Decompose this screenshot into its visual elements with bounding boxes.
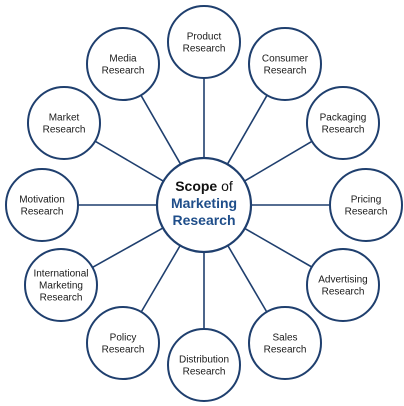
node-circle-pricing	[329, 168, 403, 242]
outer-nodes: ProductResearchConsumerResearchPackaging…	[5, 5, 403, 402]
node-label-packaging: Research	[322, 125, 365, 136]
node-label-motivation: Research	[21, 207, 64, 218]
node-label-motivation: Motivation	[19, 195, 65, 206]
connector-packaging	[244, 140, 313, 182]
node-label-pricing: Research	[345, 207, 388, 218]
node-label-media: Media	[109, 54, 137, 65]
connector-consumer	[226, 94, 268, 165]
node-label-sales: Research	[264, 345, 307, 356]
node-label-media: Research	[102, 66, 145, 77]
node-label-international: Research	[40, 293, 83, 304]
connector-sales	[227, 245, 268, 313]
node-circle-media	[86, 27, 160, 101]
node-circle-packaging	[306, 86, 380, 160]
connector-international	[92, 227, 164, 269]
node-label-distribution: Distribution	[179, 355, 229, 366]
center-title-line3: Research	[172, 212, 235, 228]
node-label-policy: Research	[102, 345, 145, 356]
node-circle-motivation	[5, 168, 79, 242]
node-label-product: Research	[183, 44, 226, 55]
node-circle-policy	[86, 306, 160, 380]
center-title-bold: Scope	[175, 178, 217, 194]
node-label-market: Research	[43, 125, 86, 136]
node-label-international: International	[33, 269, 88, 280]
node-circle-consumer	[248, 27, 322, 101]
center-node: Scope of Marketing Research	[155, 156, 253, 254]
node-label-advertising: Advertising	[318, 275, 367, 286]
center-title-line1: Scope of	[175, 178, 233, 194]
node-label-pricing: Pricing	[351, 195, 382, 206]
connector-media	[140, 94, 182, 165]
center-title-of: of	[217, 178, 233, 194]
node-circle-market	[27, 86, 101, 160]
node-label-distribution: Research	[183, 367, 226, 378]
connector-lines	[78, 78, 330, 329]
node-label-sales: Sales	[272, 333, 297, 344]
node-label-market: Market	[49, 113, 80, 124]
node-label-product: Product	[187, 32, 222, 43]
node-circle-advertising	[306, 248, 380, 322]
connector-advertising	[244, 227, 313, 268]
center-title-line2: Marketing	[171, 195, 237, 211]
node-label-advertising: Research	[322, 287, 365, 298]
center-circle	[155, 156, 253, 254]
node-label-packaging: Packaging	[320, 113, 367, 124]
connector-market	[94, 140, 164, 182]
connector-policy	[140, 245, 181, 313]
node-circle-international	[24, 248, 98, 322]
node-label-consumer: Consumer	[262, 54, 309, 65]
node-circle-distribution	[167, 328, 241, 402]
node-label-policy: Policy	[110, 333, 137, 344]
node-circle-product	[167, 5, 241, 79]
node-label-international: Marketing	[39, 281, 83, 292]
node-label-consumer: Research	[264, 66, 307, 77]
node-circle-sales	[248, 306, 322, 380]
